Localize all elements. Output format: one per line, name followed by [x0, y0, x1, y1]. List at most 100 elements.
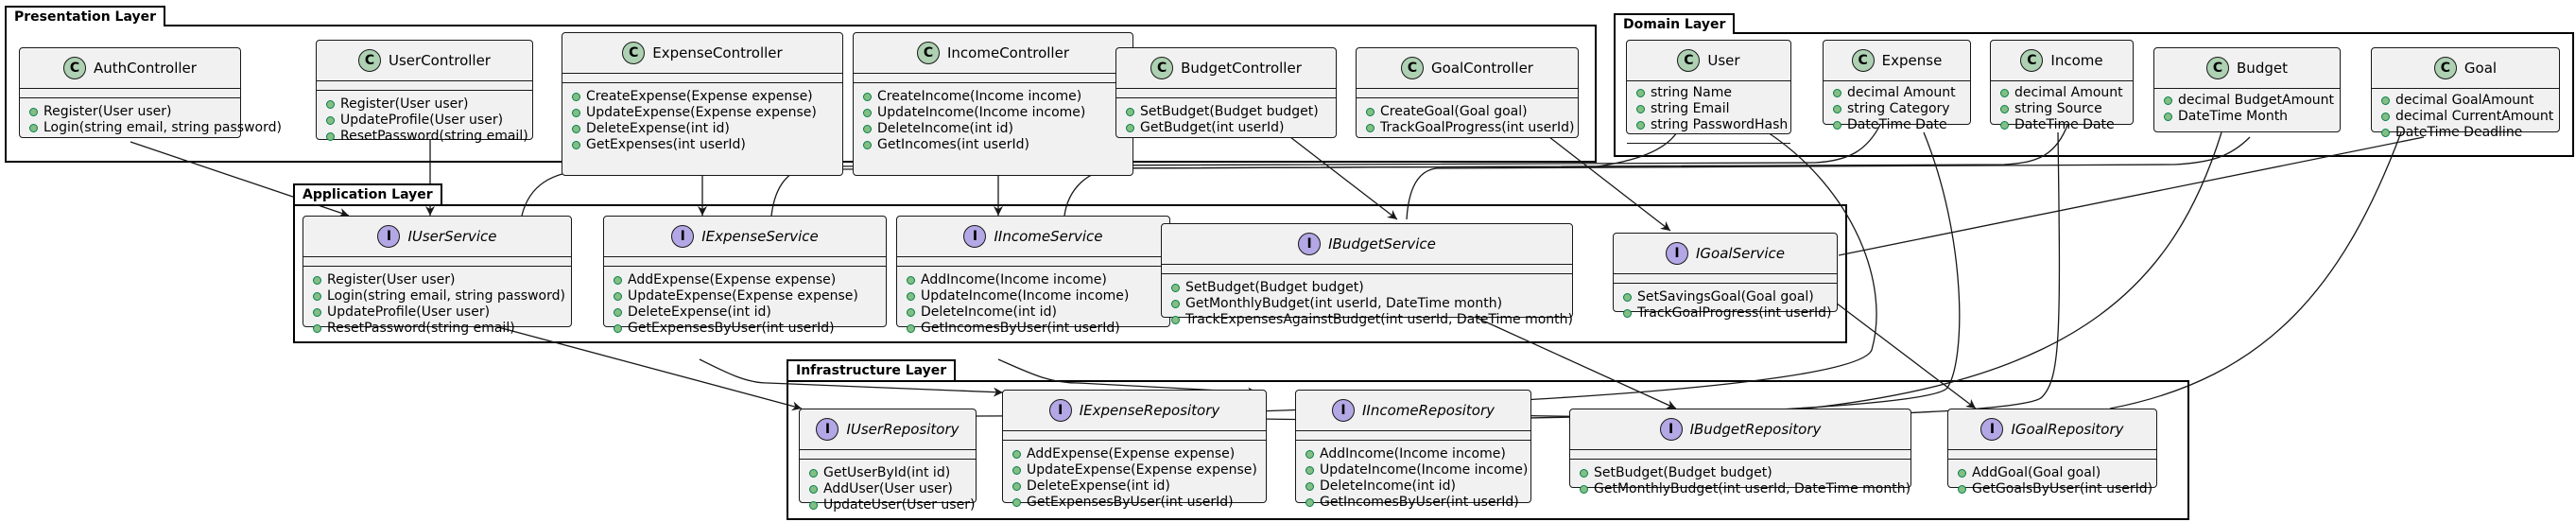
- public-field-icon: [2381, 113, 2390, 121]
- method: ResetPassword(string email): [327, 321, 515, 336]
- interface-name: IExpenseService: [701, 228, 819, 245]
- public-method-icon: [313, 308, 321, 317]
- attribute: decimal GoalAmount: [2395, 93, 2534, 108]
- public-field-icon: [1833, 89, 1841, 97]
- public-method-icon: [809, 485, 818, 494]
- class-name: AuthController: [94, 60, 197, 77]
- public-method-icon: [1126, 124, 1134, 132]
- public-field-icon: [2381, 129, 2390, 137]
- attribute: string Category: [1847, 101, 1950, 116]
- assoc-goal-igoalrepository: [2109, 131, 2402, 409]
- class-name: User: [1707, 52, 1740, 69]
- method: AddUser(User user): [823, 481, 953, 496]
- method: TrackExpensesAgainstBudget(int userId, D…: [1185, 312, 1573, 327]
- method: UpdateIncome(Income income): [1320, 462, 1529, 478]
- interface-name: IGoalRepository: [2011, 421, 2124, 438]
- public-method-icon: [1171, 316, 1180, 324]
- interface-name: IBudgetRepository: [1689, 421, 1822, 438]
- public-method-icon: [1012, 498, 1021, 507]
- interface-icon: I: [1659, 418, 1683, 441]
- public-method-icon: [1305, 450, 1314, 459]
- method: CreateIncome(Income income): [877, 89, 1082, 104]
- method: DeleteExpense(int id): [1027, 478, 1170, 494]
- method: DeleteIncome(int id): [921, 304, 1057, 320]
- class-icon: C: [2206, 57, 2230, 79]
- public-method-icon: [1958, 485, 1966, 494]
- public-field-icon: [2000, 105, 2009, 113]
- public-method-icon: [1366, 124, 1374, 132]
- public-method-icon: [572, 109, 580, 117]
- method: SetBudget(Budget budget): [1140, 104, 1319, 119]
- public-method-icon: [326, 100, 335, 109]
- method: AddExpense(Expense expense): [1027, 446, 1236, 461]
- public-method-icon: [1012, 482, 1021, 491]
- attribute: string PasswordHash: [1651, 117, 1789, 132]
- public-field-icon: [1636, 89, 1645, 97]
- public-method-icon: [809, 469, 818, 478]
- interface-name: IUserService: [407, 228, 497, 245]
- method: UpdateExpense(Expense expense): [628, 288, 858, 304]
- attribute: string Name: [1651, 85, 1732, 100]
- method: Register(User user): [340, 96, 469, 112]
- attribute: decimal Amount: [2014, 85, 2123, 100]
- class-name: BudgetController: [1181, 60, 1302, 77]
- public-method-icon: [907, 292, 915, 301]
- public-method-icon: [313, 276, 321, 285]
- public-field-icon: [1833, 105, 1841, 113]
- attribute: DateTime Date: [1847, 117, 1947, 132]
- public-method-icon: [1958, 469, 1966, 478]
- public-method-icon: [572, 141, 580, 149]
- method: GetExpensesByUser(int userId): [628, 321, 835, 336]
- assoc-budget-ibudgetrepository: [1805, 131, 2222, 409]
- public-method-icon: [863, 125, 872, 133]
- class-name: GoalController: [1431, 60, 1533, 77]
- public-method-icon: [809, 501, 818, 510]
- attribute: decimal CurrentAmount: [2395, 109, 2554, 124]
- interface-icon: I: [963, 225, 987, 248]
- method: AddGoal(Goal goal): [1972, 465, 2101, 480]
- class-icon: C: [63, 57, 87, 79]
- class-icon: C: [1851, 49, 1875, 72]
- interface-icon: I: [1980, 418, 2004, 441]
- class-icon: C: [1401, 57, 1425, 79]
- method: GetExpensesByUser(int userId): [1027, 495, 1234, 510]
- interface-name: IIncomeRepository: [1361, 402, 1495, 419]
- public-method-icon: [1305, 498, 1314, 507]
- method: SetSavingsGoal(Goal goal): [1637, 289, 1814, 304]
- interface-icon: I: [1331, 399, 1355, 422]
- method: UpdateIncome(Income income): [921, 288, 1130, 304]
- public-field-icon: [1636, 121, 1645, 130]
- class-icon: C: [622, 42, 646, 64]
- method: UpdateUser(User user): [823, 497, 976, 513]
- public-method-icon: [572, 125, 580, 133]
- method: Register(User user): [327, 272, 456, 287]
- method: TrackGoalProgress(int userId): [1380, 120, 1575, 135]
- method: GetIncomesByUser(int userId): [921, 321, 1120, 336]
- method: UpdateProfile(User user): [327, 304, 491, 320]
- public-field-icon: [2000, 121, 2009, 130]
- domain-layer-label: Domain Layer: [1614, 13, 1736, 34]
- class-icon: C: [1677, 49, 1701, 72]
- interface-icon: I: [1298, 233, 1322, 255]
- public-method-icon: [1171, 300, 1180, 308]
- public-method-icon: [29, 124, 38, 132]
- method: SetBudget(Budget budget): [1594, 465, 1772, 480]
- public-method-icon: [863, 109, 872, 117]
- public-method-icon: [326, 116, 335, 125]
- interface-name: IUserRepository: [846, 421, 960, 438]
- method: AddExpense(Expense expense): [628, 272, 837, 287]
- class-name: Goal: [2464, 60, 2498, 77]
